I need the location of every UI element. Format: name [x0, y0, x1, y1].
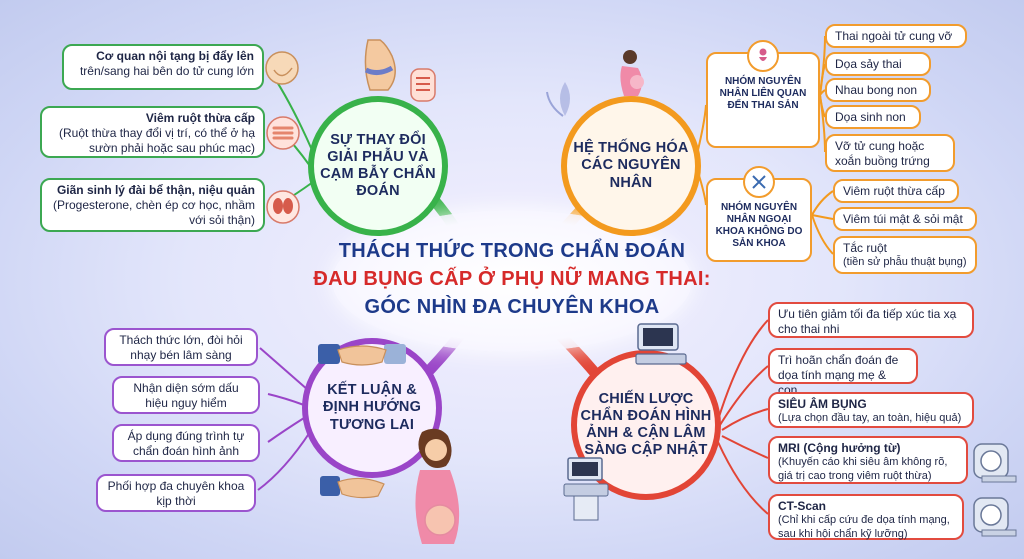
- non-obstetric-item-1: Viêm ruột thừa cấp: [833, 179, 959, 203]
- organs-icon: [410, 68, 436, 102]
- anatomy-item-1: Cơ quan nội tạng bị đẩy lên trên/sang ha…: [62, 44, 264, 90]
- hub-causes: HỆ THỐNG HÓA CÁC NGUYÊN NHÂN: [561, 96, 701, 236]
- leaf-decoration-icon: [546, 82, 570, 117]
- intestine-icon: [266, 116, 300, 150]
- main-title-line-1: THÁCH THỨC TRONG CHẨN ĐOÁN: [338, 240, 686, 262]
- imaging-item-2: Trì hoãn chẩn đoán đe dọa tính mạng mẹ &…: [768, 348, 918, 397]
- anatomy-item-3-title: Giãn sinh lý đài bể thận, niệu quản: [56, 183, 255, 197]
- non-obstetric-item-2: Viêm túi mật & sỏi mật: [833, 207, 977, 231]
- obstetric-item-4: Dọa sinh non: [825, 105, 921, 129]
- imaging-item-3-detail: (Lựa chọn đầu tay, an toàn, hiệu quả): [778, 412, 962, 424]
- conclusion-item-2: Nhận diện sớm dấu hiệu nguy hiểm: [112, 376, 260, 414]
- anatomy-item-2: Viêm ruột thừa cấp (Ruột thừa thay đổi v…: [40, 106, 265, 158]
- imaging-item-1: Ưu tiên giảm tối đa tiếp xúc tia xạ cho …: [768, 302, 974, 338]
- pregnancy-badge-icon: [747, 40, 779, 72]
- anatomy-item-3: Giãn sinh lý đài bể thận, niệu quản (Pro…: [40, 178, 265, 232]
- imaging-item-5: CT-Scan (Chỉ khi cấp cứu đe dọa tính mạn…: [768, 494, 964, 540]
- imaging-item-5-title: CT-Scan: [778, 499, 827, 513]
- pregnant-woman-icon: [620, 50, 644, 96]
- obstetric-item-1: Thai ngoài tử cung vỡ: [825, 24, 967, 48]
- obstetric-group-label: NHÓM NGUYÊN NHÂN LIÊN QUAN ĐẾN THAI SẢN: [719, 76, 807, 111]
- main-title-line-2: ĐAU BỤNG CẤP Ở PHỤ NỮ MANG THAI:: [313, 268, 711, 290]
- imaging-item-4-detail: (Khuyến cáo khi siêu âm không rõ, giá tr…: [778, 456, 948, 482]
- imaging-item-4: MRI (Cộng hưởng từ) (Khuyến cáo khi siêu…: [768, 436, 968, 484]
- imaging-item-5-detail: (Chỉ khi cấp cứu đe dọa tính mạng, sau k…: [778, 514, 950, 540]
- mri-scanner-icon: [973, 443, 1017, 483]
- anatomy-item-1-title: Cơ quan nội tạng bị đẩy lên: [96, 49, 254, 63]
- pregnant-belly-icon: [265, 51, 299, 85]
- surgical-tools-icon: [743, 166, 775, 198]
- imaging-item-4-title: MRI (Cộng hưởng từ): [778, 441, 901, 455]
- non-obstetric-group-label: NHÓM NGUYÊN NHÂN NGOẠI KHOA KHÔNG DO SẢN…: [715, 202, 803, 249]
- non-obstetric-item-3-detail: (tiền sử phẫu thuật bụng): [843, 256, 967, 268]
- imaging-item-3: SIÊU ÂM BỤNG (Lựa chọn đầu tay, an toàn,…: [768, 392, 974, 428]
- anatomy-item-2-detail: (Ruột thừa thay đổi vị trí, có thể ở hạ …: [59, 126, 255, 155]
- non-obstetric-group: NHÓM NGUYÊN NHÂN NGOẠI KHOA KHÔNG DO SẢN…: [706, 166, 812, 262]
- non-obstetric-item-3-title: Tắc ruột: [843, 241, 888, 255]
- non-obstetric-item-3: Tắc ruột (tiền sử phẫu thuật bụng): [833, 236, 977, 274]
- obstetric-item-3: Nhau bong non: [825, 78, 931, 102]
- anatomy-item-1-detail: trên/sang hai bên do tử cung lớn: [79, 64, 254, 78]
- ct-scanner-icon: [973, 497, 1017, 537]
- obstetric-item-5: Vỡ tử cung hoặc xoắn buồng trứng: [825, 134, 955, 172]
- main-title-line-3: GÓC NHÌN ĐA CHUYÊN KHOA: [364, 296, 660, 318]
- handshake-icon: [318, 344, 406, 366]
- handshake-icon-2: [320, 476, 385, 499]
- pregnant-torso-icon: [364, 39, 396, 91]
- kidney-icon: [266, 190, 300, 224]
- obstetric-item-2: Dọa sảy thai: [825, 52, 931, 76]
- anatomy-item-2-title: Viêm ruột thừa cấp: [145, 111, 255, 125]
- ultrasound-cart-icon: [563, 457, 609, 521]
- conclusion-item-3: Áp dụng đúng trình tự chẩn đoán hình ảnh: [112, 424, 260, 462]
- ultrasound-machine-icon: [635, 323, 687, 365]
- conclusion-item-1: Thách thức lớn, đòi hỏi nhạy bén lâm sàn…: [104, 328, 258, 366]
- conclusion-item-4: Phối hợp đa chuyên khoa kịp thời: [96, 474, 256, 512]
- imaging-item-3-title: SIÊU ÂM BỤNG: [778, 397, 867, 411]
- pregnant-mother-icon: [415, 428, 460, 544]
- anatomy-item-3-detail: (Progesterone, chèn ép cơ học, nhầm với …: [53, 198, 255, 227]
- hub-anatomy: SỰ THAY ĐỔI GIẢI PHẪU VÀ CẠM BẪY CHẨN ĐO…: [308, 96, 448, 236]
- obstetric-group: NHÓM NGUYÊN NHÂN LIÊN QUAN ĐẾN THAI SẢN: [706, 40, 820, 148]
